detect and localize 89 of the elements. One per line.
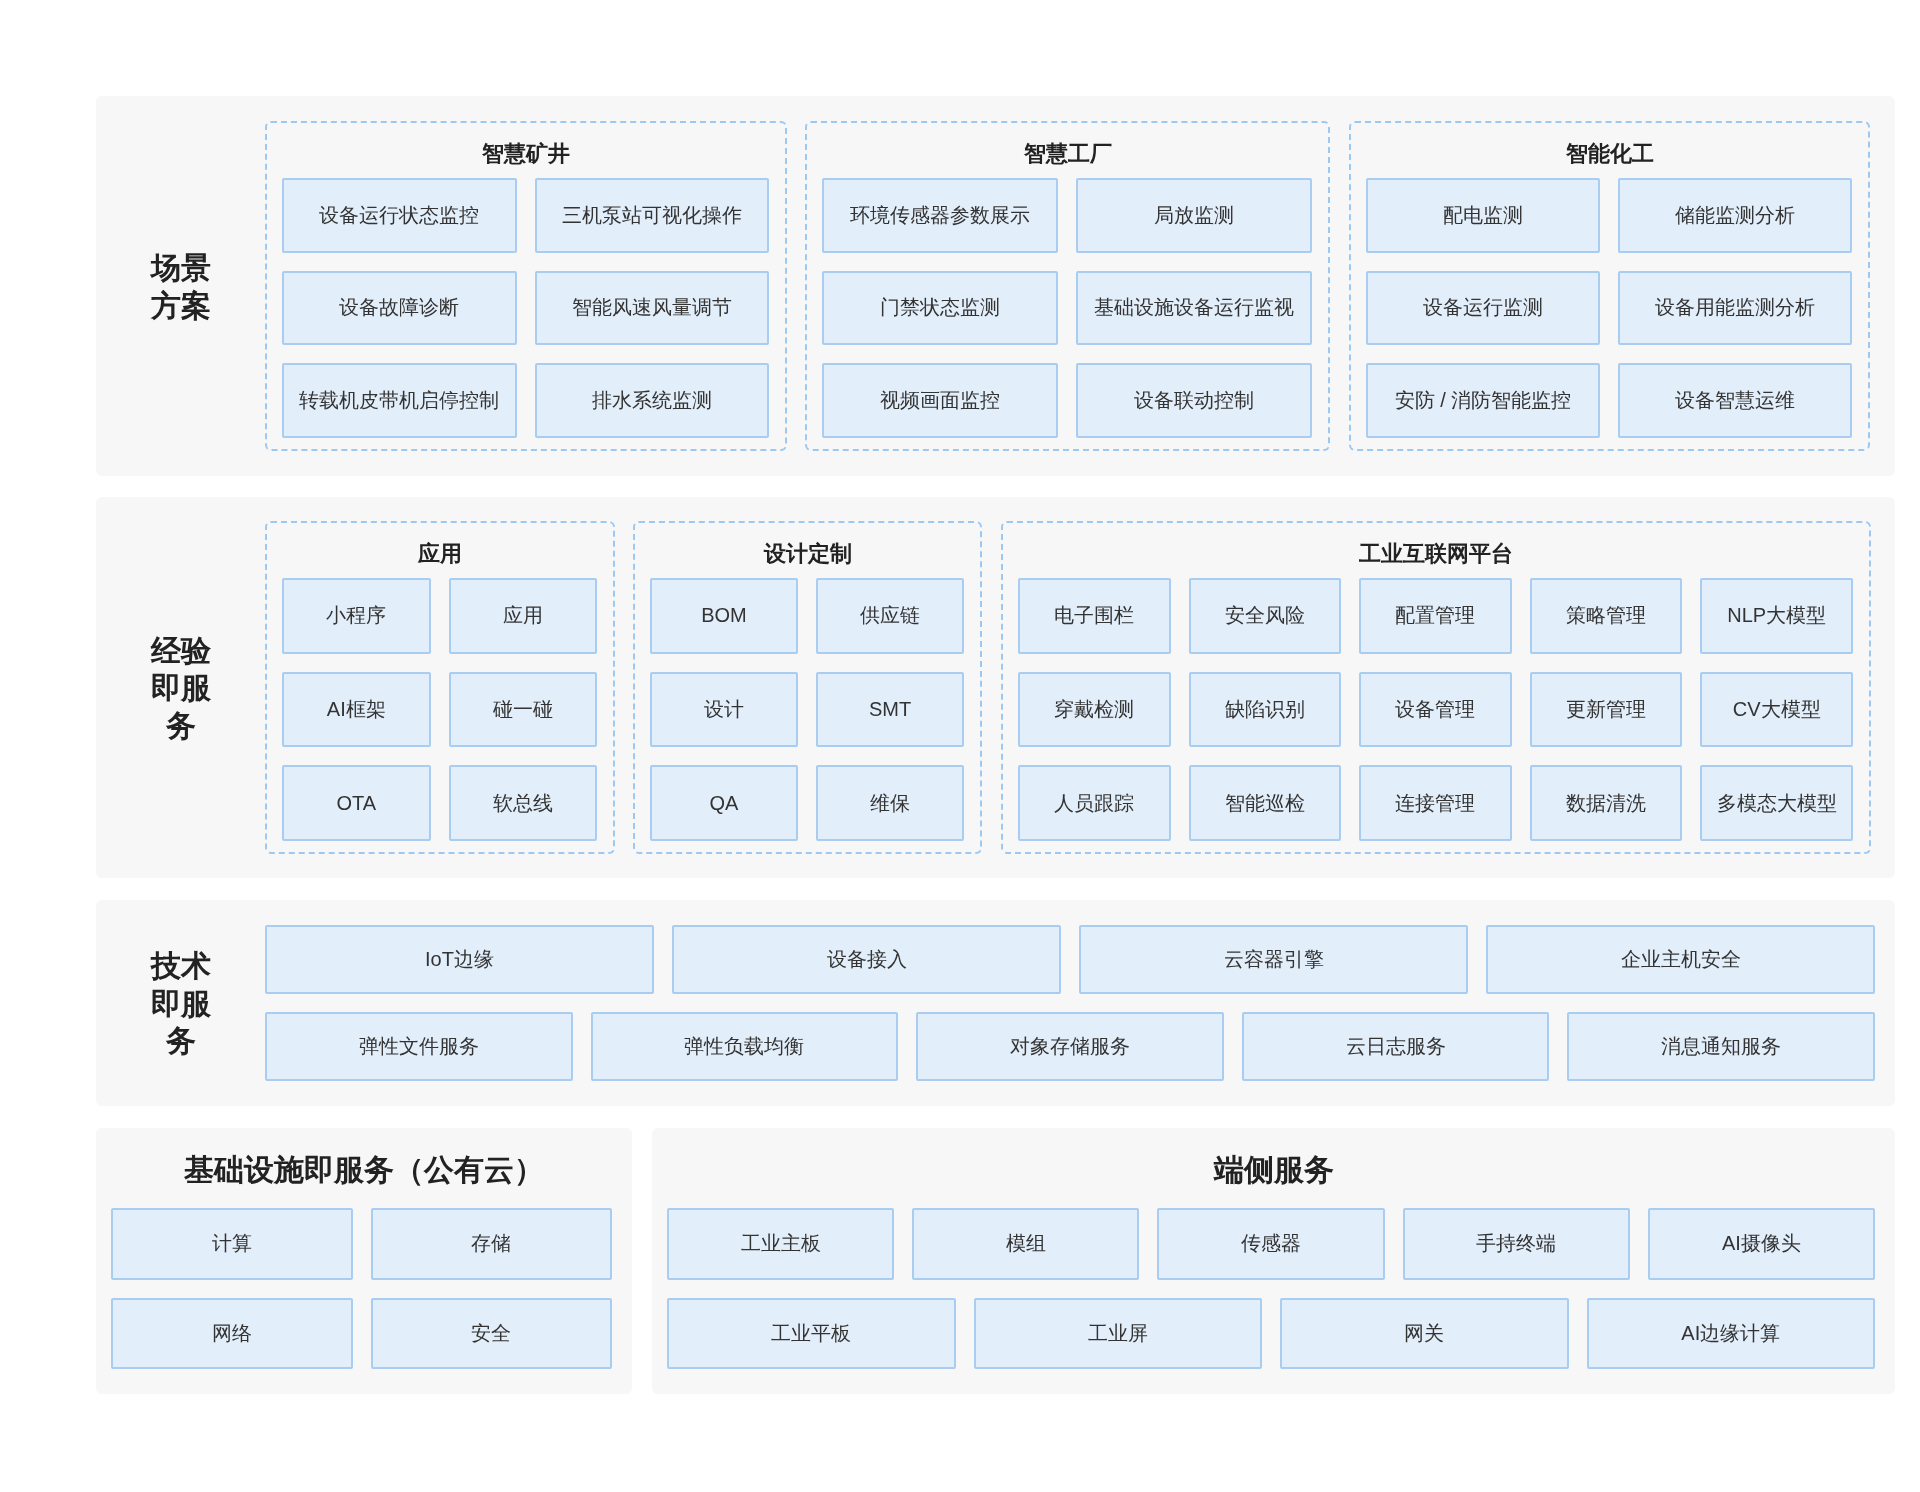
- service-box: 设备接入: [672, 925, 1061, 994]
- service-box: 弹性负载均衡: [590, 1012, 899, 1081]
- service-box: 设备管理: [1359, 671, 1512, 748]
- service-box: 环境传感器参数展示: [822, 178, 1058, 253]
- group-title: 应用: [417, 540, 463, 568]
- service-box: 设备智慧运维: [1618, 363, 1852, 438]
- layer-title: 端侧服务: [1212, 1152, 1335, 1188]
- service-box: AI边缘计算: [1586, 1297, 1875, 1369]
- service-box: CV大模型: [1700, 671, 1853, 748]
- service-box: 三机泵站可视化操作: [534, 178, 769, 253]
- group-frame: [805, 121, 1330, 451]
- service-box: 配置管理: [1359, 578, 1512, 654]
- service-box: 网络: [111, 1297, 353, 1369]
- group-frame: [265, 521, 615, 854]
- service-box: AI框架: [282, 671, 431, 748]
- service-box: 储能监测分析: [1618, 178, 1852, 253]
- service-box: SMT: [816, 671, 964, 748]
- service-box: NLP大模型: [1700, 578, 1853, 654]
- service-box: 设备联动控制: [1076, 363, 1312, 438]
- service-box: 工业屏: [973, 1297, 1262, 1369]
- service-box: 缺陷识别: [1188, 671, 1342, 748]
- service-box: 设备运行监测: [1366, 270, 1600, 346]
- service-box: 维保: [816, 765, 964, 841]
- service-box: 连接管理: [1359, 765, 1512, 841]
- service-box: 转载机皮带机启停控制: [282, 363, 517, 438]
- group-frame: [1349, 121, 1870, 451]
- group-frame: [265, 121, 787, 451]
- service-box: 软总线: [448, 765, 597, 841]
- service-box: 云日志服务: [1241, 1012, 1550, 1081]
- service-box: 安全: [370, 1297, 612, 1369]
- service-box: 配电监测: [1366, 178, 1600, 253]
- service-box: 设计: [650, 671, 798, 748]
- service-box: 企业主机安全: [1486, 925, 1875, 994]
- service-box: 工业平板: [667, 1297, 956, 1369]
- service-box: 设备用能监测分析: [1618, 270, 1852, 346]
- group-title: 工业互联网平台: [1358, 540, 1514, 568]
- service-box: 智能巡检: [1188, 765, 1342, 841]
- service-box: 视频画面监控: [822, 363, 1058, 438]
- service-box: 安全风险: [1188, 578, 1342, 654]
- service-box: 更新管理: [1529, 671, 1683, 748]
- service-box: 电子围栏: [1018, 578, 1171, 654]
- service-box: 穿戴检测: [1018, 671, 1171, 748]
- service-box: QA: [650, 765, 798, 841]
- service-box: 传感器: [1157, 1208, 1385, 1280]
- layer-panel: [96, 1128, 632, 1394]
- service-box: 云容器引擎: [1079, 925, 1468, 994]
- service-box: 设备运行状态监控: [282, 178, 517, 253]
- service-box: 工业主板: [667, 1208, 895, 1280]
- service-box: 计算: [111, 1208, 353, 1280]
- service-box: 应用: [448, 578, 597, 654]
- layer-panel: [96, 96, 1895, 476]
- service-box: 弹性文件服务: [265, 1012, 573, 1081]
- service-box: 局放监测: [1076, 178, 1312, 253]
- service-box: 手持终端: [1402, 1208, 1630, 1280]
- service-box: 供应链: [816, 578, 964, 654]
- layer-title: 基础设施即服务（公有云）: [183, 1152, 545, 1188]
- service-box: 模组: [912, 1208, 1140, 1280]
- service-box: 智能风速风量调节: [534, 270, 769, 346]
- group-title: 设计定制: [762, 540, 853, 568]
- service-box: IoT边缘: [265, 925, 654, 994]
- service-box: 小程序: [282, 578, 431, 654]
- service-box: OTA: [282, 765, 431, 841]
- layer-title: 经验即服务: [149, 632, 212, 744]
- service-box: 网关: [1280, 1297, 1569, 1369]
- service-box: 排水系统监测: [534, 363, 769, 438]
- service-box: 策略管理: [1529, 578, 1683, 654]
- service-box: 存储: [370, 1208, 612, 1280]
- service-box: 对象存储服务: [916, 1012, 1224, 1081]
- layer-title: 场景方案: [149, 249, 212, 323]
- layer-panel: [652, 1128, 1895, 1394]
- layer-title: 技术即服务: [149, 947, 212, 1059]
- service-box: 人员跟踪: [1018, 765, 1171, 841]
- group-frame: [633, 521, 982, 854]
- service-box: AI摄像头: [1647, 1208, 1875, 1280]
- service-box: 消息通知服务: [1567, 1012, 1875, 1081]
- service-box: 设备故障诊断: [282, 270, 517, 346]
- service-box: 基础设施设备运行监视: [1076, 270, 1312, 346]
- group-title: 智能化工: [1564, 140, 1655, 168]
- service-box: BOM: [650, 578, 798, 654]
- group-frame: [1001, 521, 1871, 854]
- layer-panel: [96, 497, 1895, 878]
- service-box: 数据清洗: [1529, 765, 1683, 841]
- service-box: 门禁状态监测: [822, 270, 1058, 346]
- service-box: 多模态大模型: [1700, 765, 1853, 841]
- group-title: 智慧矿井: [481, 140, 571, 168]
- layer-panel: [96, 900, 1895, 1106]
- group-title: 智慧工厂: [1022, 140, 1113, 168]
- service-box: 安防 / 消防智能监控: [1366, 363, 1600, 438]
- service-box: 碰一碰: [448, 671, 597, 748]
